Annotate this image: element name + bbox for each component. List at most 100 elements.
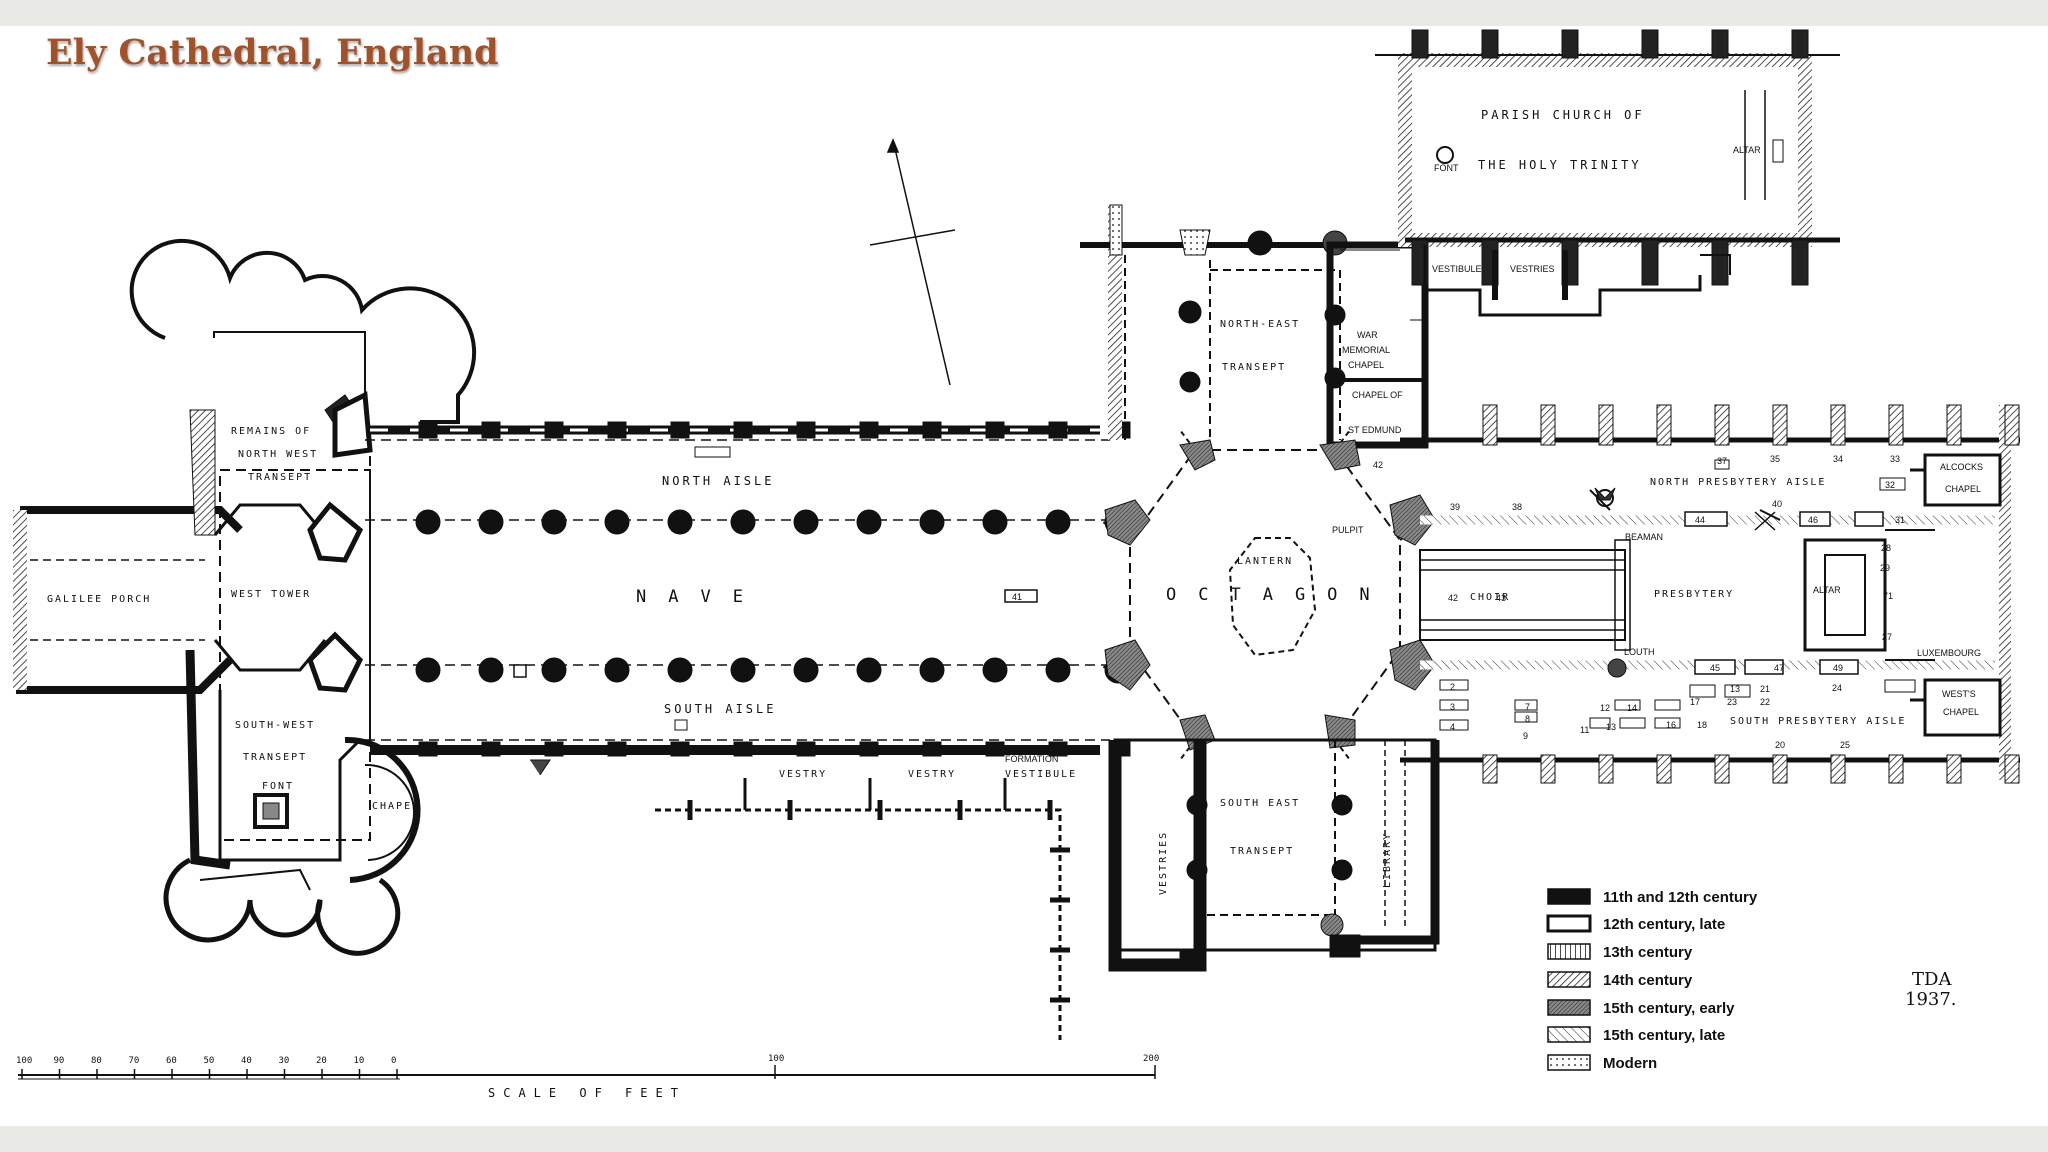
label-wests-2: CHAPEL <box>1943 707 1979 717</box>
north-wall-buttress <box>985 421 1005 439</box>
nave-pier-north <box>667 509 693 535</box>
presbytery-buttress-south <box>1482 754 1498 784</box>
north-wall-buttress <box>733 421 753 439</box>
presbytery-buttress-south <box>1598 754 1614 784</box>
nave-pier-south <box>793 657 819 683</box>
monument-25: 25 <box>1840 740 1850 750</box>
monument-43: 43 <box>1496 593 1506 603</box>
church-buttress-north <box>1481 29 1499 59</box>
monument-17: 17 <box>1690 697 1700 707</box>
label-vestry-1: VESTRY <box>779 769 827 780</box>
monument-24: 24 <box>1832 683 1842 693</box>
label-remains-1: REMAINS OF <box>231 426 311 437</box>
monument-42: 42 <box>1448 593 1458 603</box>
label-remains-2: NORTH WEST <box>238 449 318 460</box>
monument-35: 35 <box>1770 454 1780 464</box>
monument-11: 11 <box>1580 725 1589 735</box>
south-wall-buttress <box>670 741 690 757</box>
label-wests-1: WEST'S <box>1942 689 1976 699</box>
nave-pier-south <box>541 657 567 683</box>
label-nave: NAVE <box>636 587 765 607</box>
nave-pier-south <box>604 657 630 683</box>
legend-swatch-14th <box>1547 971 1591 988</box>
presbytery-buttresses <box>1482 404 2020 784</box>
room-labels: REMAINS OF NORTH WEST TRANSEPT GALILEE P… <box>47 108 1983 895</box>
scale-tick-label: 20 <box>316 1056 327 1066</box>
presbytery-buttress-north <box>1598 404 1614 446</box>
monument-9: 9 <box>1523 731 1528 741</box>
legend-label-14th: 14th century <box>1603 972 1693 989</box>
label-font: FONT <box>262 781 294 792</box>
legend-label-modern: Modern <box>1603 1055 1657 1072</box>
nave <box>365 421 1134 1040</box>
monument-12: 12 <box>1600 703 1610 713</box>
monument-71: 71 <box>1883 591 1893 601</box>
label-pulpit: PULPIT <box>1332 525 1364 535</box>
monument-4: 4 <box>1450 722 1455 732</box>
monument-8: 8 <box>1525 714 1530 724</box>
label-altar-parish: ALTAR <box>1733 145 1761 155</box>
monument-49: 49 <box>1833 663 1843 673</box>
nave-pier-north <box>415 509 441 535</box>
monument-47: 47 <box>1774 663 1784 673</box>
presbytery-buttress-north <box>1540 404 1556 446</box>
scale-tick-label: 70 <box>129 1056 140 1066</box>
label-galilee-porch: GALILEE PORCH <box>47 594 151 605</box>
north-wall-buttress <box>859 421 879 439</box>
nave-pier-north <box>604 509 630 535</box>
label-edmund-1: CHAPEL OF <box>1352 390 1403 400</box>
monument-37: 37 <box>1717 456 1727 466</box>
monument-18: 18 <box>1697 720 1707 730</box>
monument-14: 14 <box>1627 703 1637 713</box>
presbytery-buttress-north <box>1714 404 1730 446</box>
presbytery-buttress-north <box>1772 404 1788 446</box>
north-east-transept <box>1080 204 1429 449</box>
church-buttress-north <box>1561 29 1579 59</box>
legend-swatch-15th-early <box>1547 999 1591 1016</box>
legend-swatch-11th-12th <box>1547 888 1591 905</box>
label-alcocks-2: CHAPEL <box>1945 484 1981 494</box>
presbytery-buttress-south <box>1946 754 1962 784</box>
south-wall-buttress <box>922 741 942 757</box>
church-buttress-north <box>1711 29 1729 59</box>
scale-tick-label: 40 <box>241 1056 252 1066</box>
label-south-west-1: SOUTH-WEST <box>235 720 315 731</box>
scale-tick-label: 50 <box>204 1056 215 1066</box>
nave-pier-south <box>667 657 693 683</box>
monument-16: 16 <box>1666 720 1676 730</box>
scale-tick-label: 0 <box>391 1056 396 1066</box>
north-arrow <box>869 138 956 386</box>
south-wall-buttress <box>796 741 816 757</box>
presbytery-buttress-south <box>1656 754 1672 784</box>
label-edmund-2: ST EDMUND <box>1348 425 1402 435</box>
monument-34: 34 <box>1833 454 1843 464</box>
monument-40: 40 <box>1772 499 1782 509</box>
legend-label-15th-late: 15th century, late <box>1603 1027 1725 1044</box>
nave-pier-south <box>856 657 882 683</box>
label-sw-chapel: CHAPEL <box>372 801 420 812</box>
label-octagon: OCTAGON <box>1166 585 1392 605</box>
monument-13b: 13 <box>1606 722 1616 732</box>
presbytery-buttress-north <box>1946 404 1962 446</box>
scale-end-label: 200 <box>1143 1054 1159 1064</box>
south-wall-buttress <box>985 741 1005 757</box>
signature-year: 1937. <box>1905 989 1957 1010</box>
nave-pier-north <box>919 509 945 535</box>
north-wall-buttress <box>607 421 627 439</box>
presbytery-buttress-north <box>1830 404 1846 446</box>
legend-swatch-15th-late <box>1547 1026 1591 1043</box>
octagon <box>1099 429 1436 761</box>
presbytery-buttress-north <box>1888 404 1904 446</box>
south-wall-buttress <box>418 741 438 757</box>
monument-33: 33 <box>1890 454 1900 464</box>
monument-46: 46 <box>1808 515 1818 525</box>
north-wall-buttress <box>418 421 438 439</box>
nave-pier-south <box>415 657 441 683</box>
nave-pier-north <box>1045 509 1071 535</box>
label-war-1: WAR <box>1357 330 1378 340</box>
label-war-2: MEMORIAL <box>1342 345 1390 355</box>
scale-tick-label: 80 <box>91 1056 102 1066</box>
label-parish-2: THE HOLY TRINITY <box>1478 158 1642 172</box>
monument-20: 20 <box>1775 740 1785 750</box>
scale-ticks <box>21 1069 398 1079</box>
